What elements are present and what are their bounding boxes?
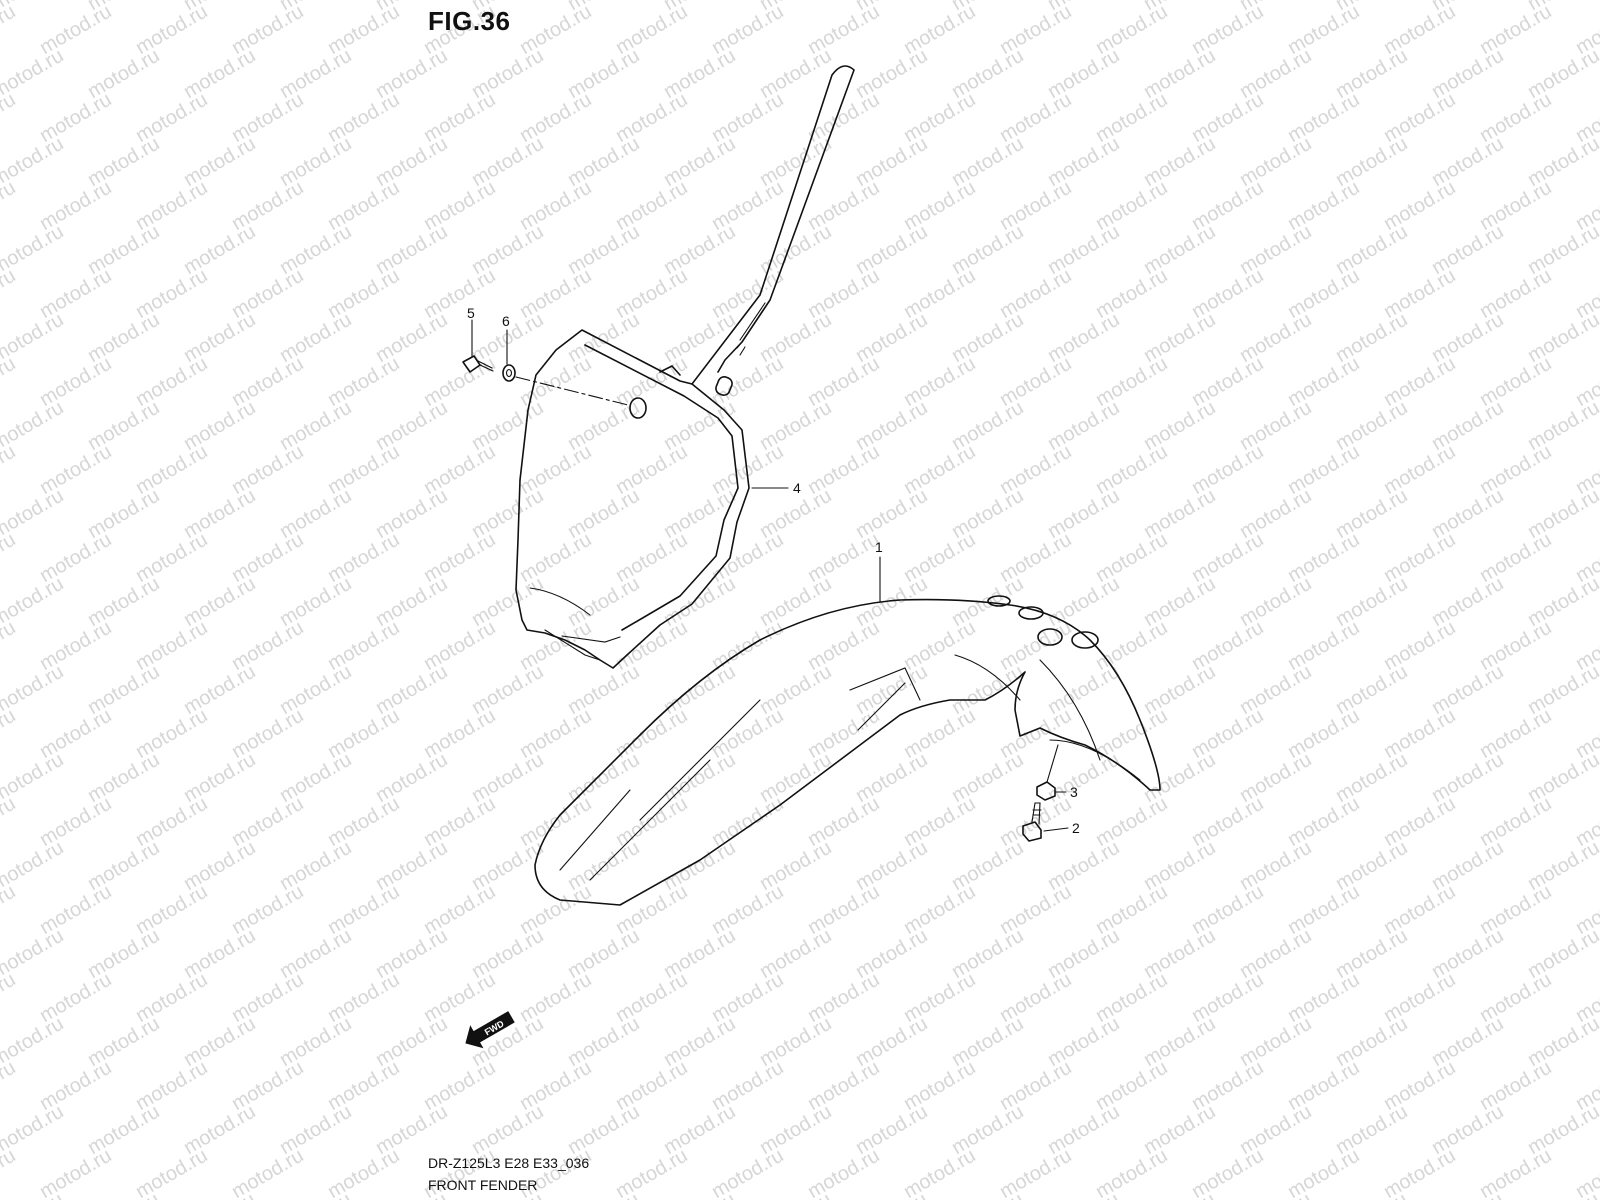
model-code: DR-Z125L3 E28 E33_036 — [428, 1155, 590, 1171]
callout-4: 4 — [793, 480, 801, 496]
callout-1: 1 — [875, 539, 883, 555]
leader-lines — [471, 319, 1069, 832]
front-fender-part — [534, 595, 1161, 906]
callout-6: 6 — [502, 313, 510, 329]
figure-title: FIG.36 — [428, 6, 511, 36]
bolt-5 — [462, 355, 494, 373]
callout-3: 3 — [1070, 784, 1078, 800]
callout-2: 2 — [1072, 820, 1080, 836]
callout-5: 5 — [467, 305, 475, 321]
number-plate-part — [515, 65, 855, 669]
washer-6 — [502, 364, 516, 382]
forward-direction-arrow-icon: FWD — [465, 1011, 515, 1049]
bolt-2 — [1022, 802, 1042, 842]
nut-3 — [1036, 781, 1056, 801]
assembly-axis-line — [515, 376, 629, 406]
section-name: FRONT FENDER — [428, 1177, 538, 1193]
